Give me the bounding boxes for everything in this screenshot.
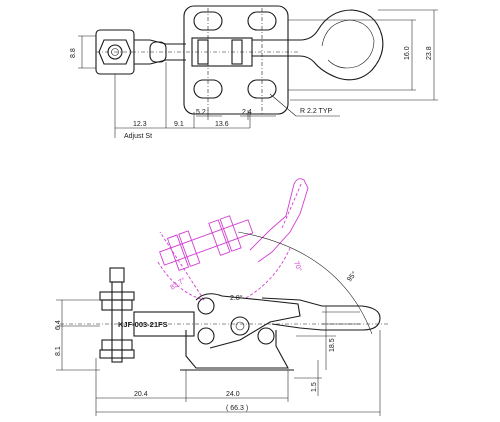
adjust-label: Adjust St	[124, 133, 152, 140]
spindle-screw	[111, 281, 123, 363]
dim-13-6: 13.6	[215, 121, 229, 128]
side-view: KJF-003-21FS 6.4 8.1 20.4 24.0 ( 66.3 )	[55, 231, 390, 416]
handle-grip	[252, 9, 384, 81]
dim-5-2: 5.2	[196, 109, 206, 116]
dim-16-0: 16.0	[404, 46, 411, 60]
dim-20-4: 20.4	[134, 391, 148, 398]
angle-70: 70°	[292, 260, 303, 273]
open-position-overlay: 83.7° 70°	[157, 178, 309, 301]
angle-95: 95°	[345, 270, 358, 283]
dim-18-5: 18.5	[329, 338, 336, 352]
base-bracket	[185, 330, 289, 369]
dim-2-4: 2.4	[242, 109, 252, 116]
dim-66-3: ( 66.3 )	[226, 405, 248, 412]
dim-6-4: 6.4	[55, 320, 62, 330]
dim-9-1: 9.1	[174, 121, 184, 128]
swing-arc	[237, 231, 373, 335]
top-view: 8.8 12.3 Adjust St 9.1 13.6 5.2 2.4 R 2.…	[70, 5, 438, 140]
dim-8-8: 8.8	[70, 48, 77, 58]
dim-8-1: 8.1	[55, 346, 62, 356]
dim-24-0: 24.0	[226, 391, 240, 398]
closed-handle	[261, 297, 381, 331]
dim-12-3: 12.3	[133, 121, 147, 128]
dim-1-5: 1.5	[311, 382, 318, 392]
base-plate	[183, 5, 289, 115]
angle-83-7: 83.7°	[169, 276, 187, 292]
linkage-bar	[195, 293, 301, 349]
open-handle	[249, 178, 309, 263]
model-label: KJF-003-21FS	[118, 320, 168, 329]
dim-23-8: 23.8	[426, 46, 433, 60]
open-spindle	[159, 219, 254, 266]
angle-2-8: 2.8°	[230, 294, 243, 302]
radius-callout: R 2.2 TYP	[300, 108, 332, 115]
